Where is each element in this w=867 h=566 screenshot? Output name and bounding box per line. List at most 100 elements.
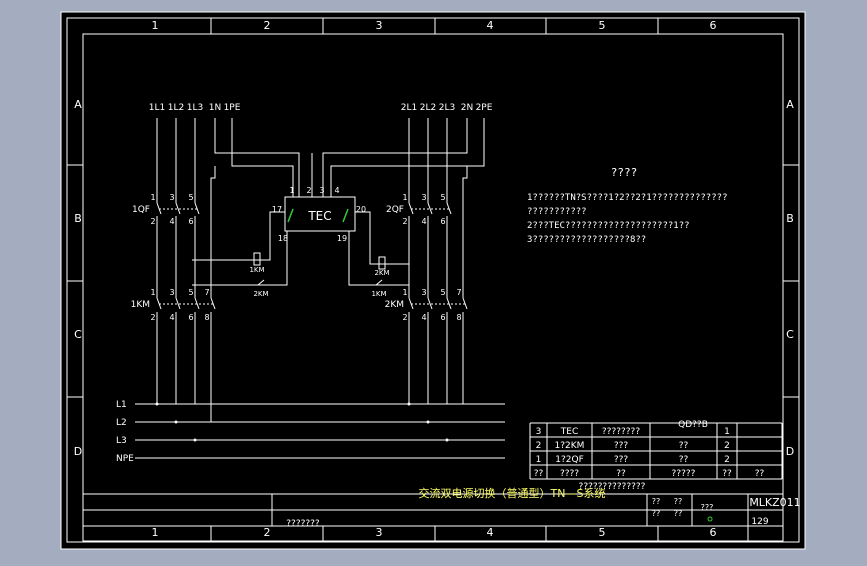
contactor-1km-pin: 4 [169, 313, 174, 322]
contactor-1km-pin: 5 [188, 288, 193, 297]
source-label-left: 1L1 [149, 103, 165, 113]
source-label-left: 1PE [224, 103, 241, 113]
contactor-2km-pin: 6 [440, 313, 445, 322]
neutral-wire [462, 166, 468, 298]
bom-cell: 1 [536, 455, 542, 465]
notes-line: ??????????? [527, 207, 587, 217]
bus-label: L1 [116, 400, 127, 410]
notes-line: 1??????TN?S????1?2??2?1?????????????? [527, 193, 727, 203]
tec-terminal-label: 4 [334, 186, 339, 195]
tec-terminal-label: 20 [356, 205, 366, 214]
row-label-left: A [74, 98, 82, 111]
bom-cell: ?? [534, 469, 544, 479]
tec-label: TEC [307, 209, 331, 223]
column-label-bottom: 3 [376, 526, 383, 539]
source-label-left: 1L2 [168, 103, 184, 113]
source-label-right: 2PE [476, 103, 493, 113]
bus-junction [407, 402, 411, 406]
bom-header: QD??B [678, 420, 708, 430]
breaker-2qf-pin: 1 [402, 193, 407, 202]
row-label-left: B [74, 212, 82, 225]
tec-feed-wire [322, 118, 468, 197]
column-label-top: 1 [152, 19, 159, 32]
bus-junction [445, 438, 449, 442]
row-label-right: B [786, 212, 794, 225]
control-wire [348, 231, 409, 286]
column-label-bottom: 5 [599, 526, 606, 539]
contactor-1km-pin: 8 [204, 313, 209, 322]
interlock-contact [257, 279, 265, 286]
breaker-1qf-pin: 5 [188, 193, 193, 202]
contactor-2km-blade [427, 297, 433, 310]
green-marker [707, 516, 713, 522]
notes-heading: ???? [611, 166, 638, 179]
source-label-right: 2L2 [420, 103, 436, 113]
column-label-top: 6 [710, 19, 717, 32]
breaker-1qf-pin: 4 [169, 217, 174, 226]
coil-2km [378, 256, 386, 270]
source-label-left: 1L3 [187, 103, 203, 113]
drawing-paper [60, 11, 806, 550]
tec-terminal-label: 17 [272, 205, 282, 214]
sheet-number: 129 [751, 517, 768, 527]
contactor-1km-pin: 1 [150, 288, 155, 297]
title-subtitle: ?????????????? [579, 482, 646, 492]
breaker-1qf-label: 1QF [132, 205, 150, 215]
breaker-2qf-pin: 6 [440, 217, 445, 226]
interlock-label: 1KM [371, 290, 386, 298]
breaker-1qf-pin: 6 [188, 217, 193, 226]
contactor-2km-pin: 4 [421, 313, 426, 322]
bus-label: L2 [116, 418, 127, 428]
tec-relay-contact [287, 208, 294, 223]
bom-cell: 1?2QF [555, 455, 584, 465]
column-label-top: 2 [264, 19, 271, 32]
bus-label: NPE [116, 454, 134, 464]
title-small-field: ??? [701, 503, 714, 512]
tec-feed-wire [330, 118, 485, 197]
tec-terminal-label: 19 [337, 234, 347, 243]
inner-border [82, 33, 784, 542]
bom-cell: ???? [560, 469, 579, 479]
contactor-1km-pin: 2 [150, 313, 155, 322]
control-wire [355, 211, 409, 265]
bom-cell: 2 [724, 441, 730, 451]
row-label-right: D [786, 445, 794, 458]
contactor-2km-pin: 3 [421, 288, 426, 297]
breaker-2qf-pin: 2 [402, 217, 407, 226]
bom-cell: ?? [616, 469, 626, 479]
title-small-field: ?? [674, 509, 683, 518]
bus-junction [426, 420, 430, 424]
interlock-contact [375, 279, 383, 286]
bom-cell: ??? [614, 455, 629, 465]
column-label-bottom: 1 [152, 526, 159, 539]
bus-junction [155, 402, 159, 406]
row-label-left: D [74, 445, 82, 458]
breaker-2qf-blade [427, 202, 433, 215]
drawing-title: 交流双电源切换（普通型）TN—S系统 [419, 486, 606, 500]
column-label-top: 3 [376, 19, 383, 32]
contactor-2km-pin: 2 [402, 313, 407, 322]
bom-cell: ?? [679, 441, 689, 451]
contactor-2km-pin: 7 [456, 288, 461, 297]
notes-line: 3??????????????????8?? [527, 235, 646, 245]
breaker-1qf-blade [175, 202, 181, 215]
contactor-1km-pin: 6 [188, 313, 193, 322]
tec-terminal-label: 18 [278, 234, 288, 243]
column-label-bottom: 6 [710, 526, 717, 539]
bom-cell: ??? [614, 441, 629, 451]
contactor-2km-pin: 5 [440, 288, 445, 297]
coil-1km [253, 252, 261, 266]
row-label-right: A [786, 98, 794, 111]
control-wire [192, 211, 285, 261]
bus-junction [193, 438, 197, 442]
tec-relay-contact [342, 208, 349, 223]
breaker-2qf-label: 2QF [386, 205, 404, 215]
column-label-bottom: 4 [487, 526, 494, 539]
contactor-1km-label: 1KM [131, 300, 150, 310]
breaker-2qf-pin: 3 [421, 193, 426, 202]
bom-cell: 2 [724, 455, 730, 465]
column-label-bottom: 2 [264, 526, 271, 539]
tec-controller [284, 196, 356, 232]
bom-cell: ?? [755, 469, 765, 479]
title-small-field: ?? [652, 497, 661, 506]
